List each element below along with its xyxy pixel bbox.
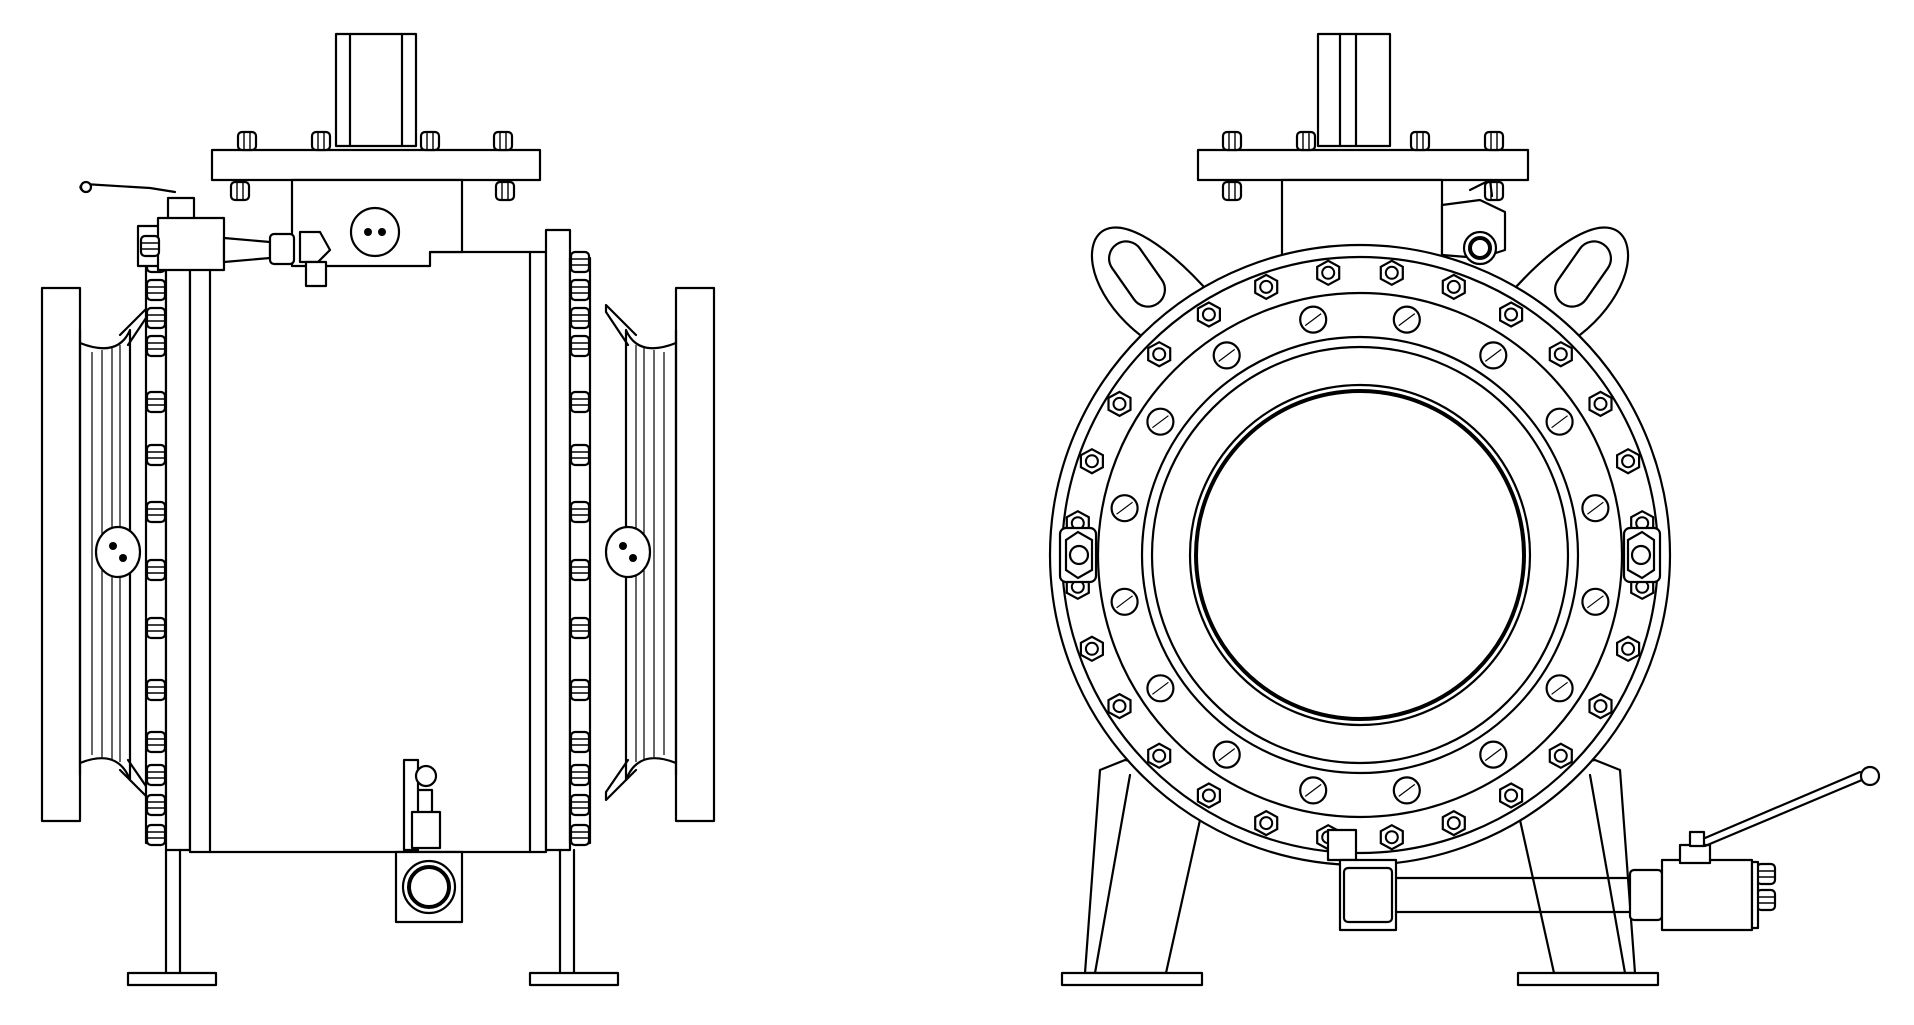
- right-body-flange: [544, 228, 592, 852]
- flange-bolt: [1498, 301, 1524, 328]
- flange-bolt: [1107, 692, 1132, 720]
- left-end-flange: [40, 286, 152, 823]
- side-boss-left: [1058, 526, 1098, 584]
- bolt-hole-mark: [1218, 748, 1236, 762]
- bolt-hole-mark: [1398, 783, 1416, 797]
- bolt-hole-mark: [1551, 681, 1568, 695]
- flange-bolt: [1615, 448, 1641, 475]
- bolt-hole-mark: [1152, 681, 1169, 695]
- flange-bolt: [1441, 273, 1466, 300]
- flange-bolt: [1196, 301, 1222, 328]
- bolt-hole-mark: [1398, 313, 1416, 327]
- bolt-hole-mark: [1484, 748, 1502, 762]
- left-drain-plug: [94, 525, 142, 579]
- flange-bolt: [1588, 692, 1613, 720]
- flange-bolt: [1615, 635, 1641, 662]
- inner-bolt-holes: [1110, 305, 1610, 805]
- flange-bolt: [1548, 341, 1573, 368]
- bolt-hole-mark: [1484, 348, 1502, 362]
- flange-bolt: [1441, 809, 1466, 837]
- top-mounting-flange: [210, 32, 542, 268]
- bolt-hole-mark: [1304, 313, 1322, 327]
- flange-bolt: [1588, 390, 1613, 417]
- flange-bolt: [1498, 782, 1524, 809]
- flange-bolt: [1254, 273, 1279, 300]
- front-view: [1048, 32, 1881, 987]
- flange-bolt: [1147, 341, 1172, 368]
- flange-bolt: [1147, 742, 1172, 769]
- side-view: [40, 32, 716, 987]
- flange-bolt: [1079, 635, 1105, 662]
- bolt-hole-mark: [1587, 501, 1604, 515]
- flange-bolt: [1379, 824, 1404, 851]
- side-support-feet: [126, 848, 620, 987]
- side-boss-right: [1622, 526, 1662, 584]
- bolt-hole-mark: [1551, 415, 1568, 429]
- bolt-hole-mark: [1116, 501, 1133, 515]
- right-drain-plug: [604, 525, 652, 579]
- flange-bolt: [1379, 259, 1404, 286]
- left-body-flange: [144, 228, 192, 852]
- flange-bolt: [1316, 259, 1341, 286]
- flange-bolt: [1254, 809, 1279, 837]
- front-drain-valve: [1660, 765, 1881, 932]
- flange-bolt: [1079, 448, 1105, 475]
- bolt-hole-mark: [1587, 595, 1604, 609]
- bolt-hole-mark: [1304, 783, 1322, 797]
- flange-bolt: [1107, 390, 1132, 417]
- valve-body: [188, 250, 548, 854]
- bolt-hole-mark: [1116, 595, 1133, 609]
- bolt-hole-mark: [1152, 415, 1169, 429]
- right-end-flange: [604, 286, 716, 823]
- front-drain-line: [1326, 828, 1664, 932]
- front-mounting-flange: [1196, 32, 1530, 272]
- vent-valve-top-left: [79, 180, 332, 288]
- flange-bolt: [1548, 742, 1573, 769]
- flange-bolt: [1196, 782, 1222, 809]
- main-flange-front: [1048, 243, 1672, 867]
- bolt-hole-mark: [1218, 348, 1236, 362]
- drain-valve-bottom: [394, 758, 464, 924]
